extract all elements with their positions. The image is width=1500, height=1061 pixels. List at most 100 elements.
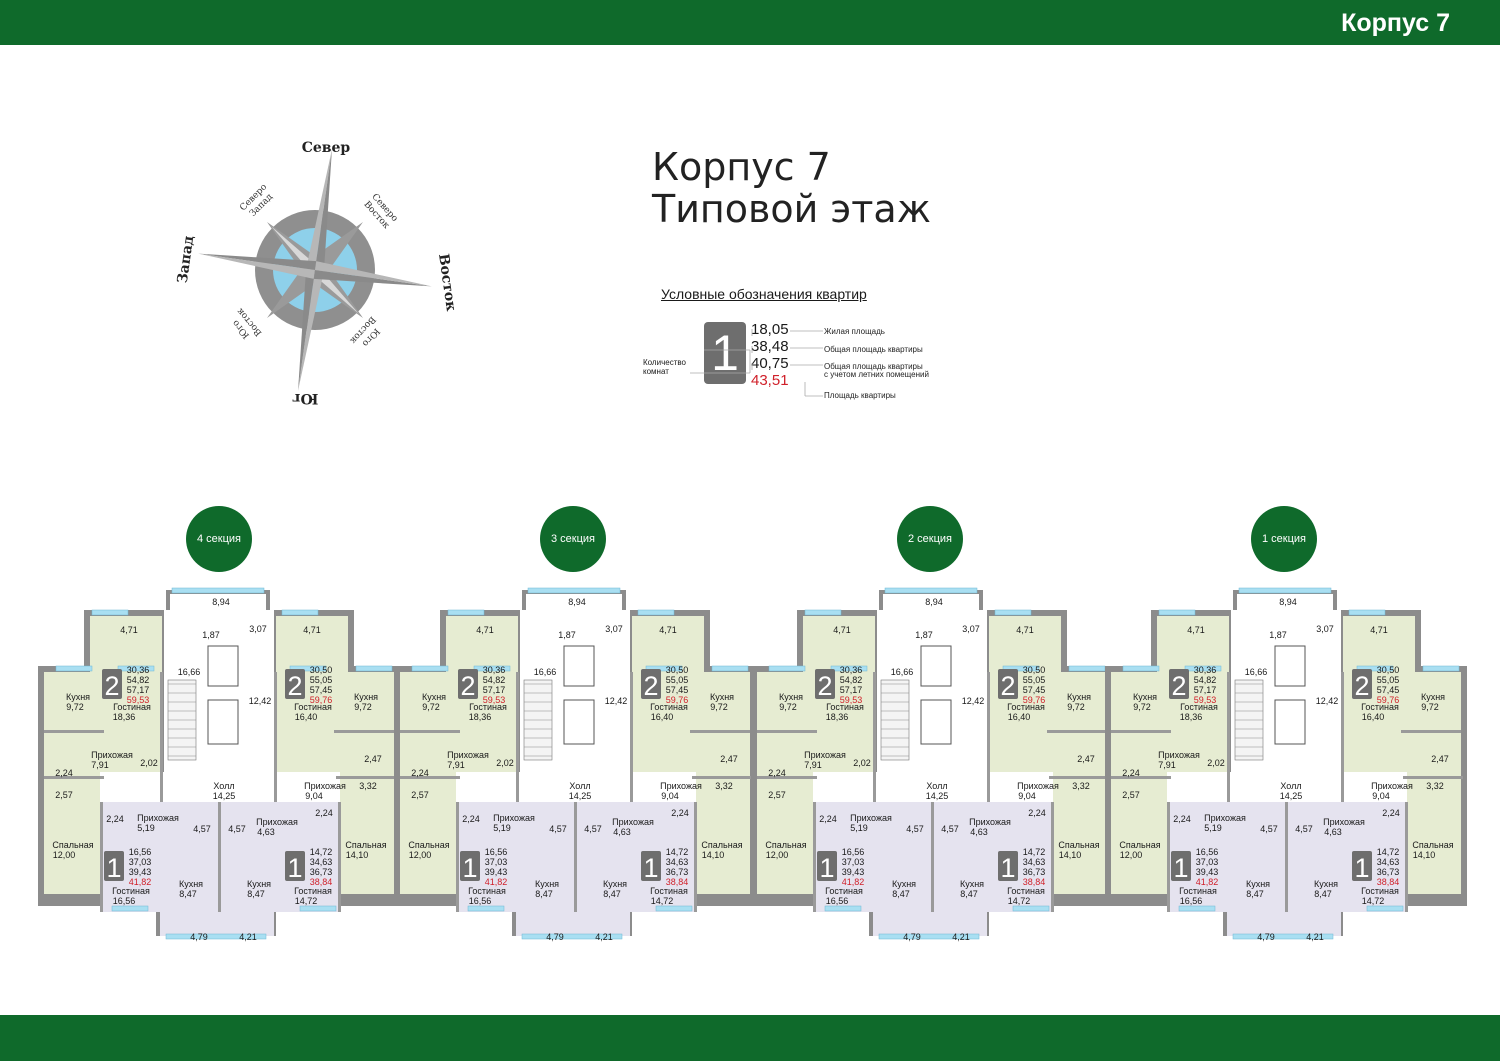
room-label: 14,10 xyxy=(1059,850,1082,860)
room-label: 12,42 xyxy=(249,696,272,706)
room-label: Спальная xyxy=(1119,840,1160,850)
area-value: 37,03 xyxy=(1196,857,1219,867)
window xyxy=(165,933,267,940)
room-label: 12,42 xyxy=(1316,696,1339,706)
window xyxy=(355,665,393,672)
window xyxy=(994,609,1032,616)
rooms-badge xyxy=(1352,851,1372,881)
legend-living-area: 18,05 xyxy=(751,321,789,338)
room-label: 9,72 xyxy=(1067,702,1085,712)
room-label: 12,00 xyxy=(409,850,432,860)
room-label: 14,10 xyxy=(1413,850,1436,860)
window xyxy=(447,609,485,616)
room-label: 1,87 xyxy=(558,630,576,640)
room-label: 9,72 xyxy=(354,702,372,712)
compass-south: Юг xyxy=(292,390,319,406)
room-label: Спальная xyxy=(52,840,93,850)
hall xyxy=(100,772,340,802)
room-label: 8,47 xyxy=(960,889,978,899)
window xyxy=(1158,609,1196,616)
room-label: 16,66 xyxy=(1245,667,1268,677)
room-label: 4,63 xyxy=(613,827,631,837)
partition xyxy=(757,730,817,733)
room-label: 2,24 xyxy=(411,768,429,778)
area-value: 34,63 xyxy=(666,857,689,867)
room-label: 8,47 xyxy=(1314,889,1332,899)
legend-label-summer-1: Общая площадь квартиры xyxy=(824,362,923,371)
room-label: 16,40 xyxy=(1008,712,1031,722)
room-label: 4,79 xyxy=(903,932,921,942)
legend-leaders xyxy=(690,329,823,397)
elevator xyxy=(920,645,952,687)
window xyxy=(645,665,683,672)
window xyxy=(411,665,449,672)
room-label: Кухня xyxy=(247,879,271,889)
room-label: 16,56 xyxy=(469,896,492,906)
room-label: 2,24 xyxy=(462,814,480,824)
room-label: 4,79 xyxy=(1257,932,1275,942)
area-value: 14,72 xyxy=(1023,847,1046,857)
partition xyxy=(516,672,519,802)
room-label: 9,72 xyxy=(422,702,440,712)
room-label: 4,71 xyxy=(1016,625,1034,635)
window xyxy=(521,933,623,940)
room-label: Прихожая xyxy=(804,750,846,760)
compass-nw: Северо Запад xyxy=(238,182,275,219)
window xyxy=(1348,609,1386,616)
rooms-badge xyxy=(998,851,1018,881)
room-label: 2,24 xyxy=(768,768,786,778)
room-label: 4,57 xyxy=(584,824,602,834)
room-label: 4,21 xyxy=(1306,932,1324,942)
room-label: 4,63 xyxy=(257,827,275,837)
page-heading: Корпус 7 Типовой этаж xyxy=(652,146,931,230)
area-value: 41,82 xyxy=(842,877,865,887)
room-label: 4,57 xyxy=(906,824,924,834)
area-value: 39,43 xyxy=(129,867,152,877)
partition xyxy=(690,730,750,733)
bay-room xyxy=(883,594,979,614)
room-label: 8,47 xyxy=(535,889,553,899)
room-label: Спальная xyxy=(345,840,386,850)
room-label: 14,72 xyxy=(651,896,674,906)
room-label: 16,66 xyxy=(891,667,914,677)
room-label: 4,71 xyxy=(659,625,677,635)
room-label: 16,66 xyxy=(534,667,557,677)
partition xyxy=(160,672,163,802)
room-label: Кухня xyxy=(710,692,734,702)
partition xyxy=(757,776,817,779)
rooms-count: 1 xyxy=(106,853,121,883)
room-label: 4,21 xyxy=(595,932,613,942)
rooms-badge xyxy=(460,851,480,881)
room-label: 8,94 xyxy=(1279,597,1297,607)
room-label: 9,72 xyxy=(66,702,84,712)
window xyxy=(1356,665,1394,672)
compass-north: Север xyxy=(302,140,351,156)
room-label: Гостиная xyxy=(113,702,151,712)
room-label: Кухня xyxy=(66,692,90,702)
room-label: 4,21 xyxy=(239,932,257,942)
room-label: 4,57 xyxy=(1295,824,1313,834)
area-value: 38,84 xyxy=(310,877,333,887)
legend-title: Условные обозначения квартир xyxy=(661,286,867,302)
window xyxy=(467,905,505,912)
room-label: 14,72 xyxy=(295,896,318,906)
area-value: 59,76 xyxy=(310,695,333,705)
room-label: Кухня xyxy=(960,879,984,889)
partition xyxy=(1111,776,1171,779)
room-label: 4,57 xyxy=(228,824,246,834)
room-label: 18,36 xyxy=(469,712,492,722)
rooms-badge xyxy=(641,851,661,881)
rooms-badge xyxy=(817,851,837,881)
hall xyxy=(456,772,696,802)
window xyxy=(1238,587,1332,594)
partition xyxy=(400,730,460,733)
room-label: Кухня xyxy=(779,692,803,702)
area-value: 36,73 xyxy=(310,867,333,877)
rooms-badge xyxy=(458,669,478,699)
room-label: Прихожая xyxy=(850,813,892,823)
room-label: 3,07 xyxy=(1316,624,1334,634)
room-label: 12,00 xyxy=(1120,850,1143,860)
top-banner: Корпус 7 xyxy=(0,0,1500,45)
